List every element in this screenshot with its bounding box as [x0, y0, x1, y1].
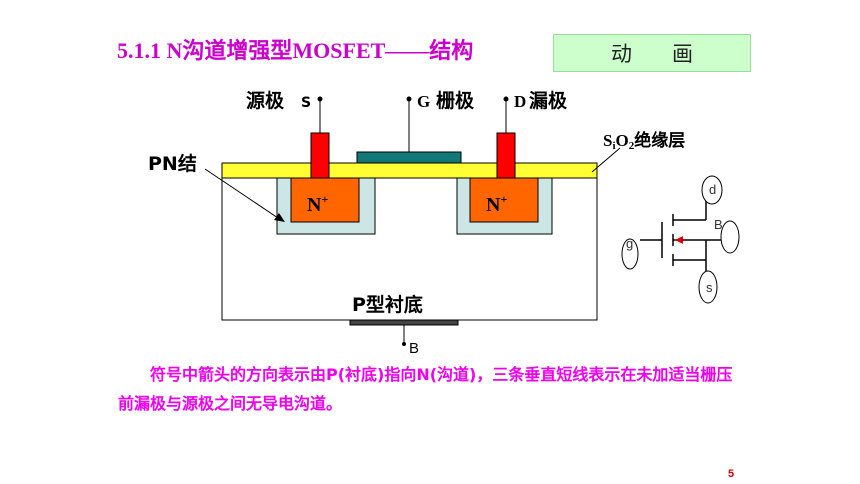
- source-label: 源极: [246, 89, 285, 112]
- oxide-label: SiO2绝缘层: [603, 130, 685, 152]
- n-region-left: [290, 177, 360, 223]
- bulk-pin-label: B: [409, 340, 419, 357]
- bulk-terminal: [402, 342, 406, 346]
- symbol-source-label: s: [706, 280, 713, 295]
- gate-electrode: [356, 151, 462, 164]
- drain-pin-label: D: [514, 92, 526, 111]
- description-text: 符号中箭头的方向表示由P(衬底)指向N(沟道)，三条垂直短线表示在未加适当栅压前…: [118, 365, 733, 413]
- symbol-bulk-label: B: [714, 217, 723, 232]
- oxide-pointer-line: [591, 147, 621, 173]
- gate-label: 栅极: [436, 89, 475, 112]
- animation-button[interactable]: 动画: [553, 34, 751, 72]
- n-region-right: [469, 177, 539, 223]
- source-contact: [310, 132, 330, 179]
- pn-junction-label: PN结: [148, 152, 197, 175]
- pn-pointer-arrowhead: [274, 213, 285, 222]
- symbol-gate-label: g: [626, 236, 633, 251]
- oxide-layer: [221, 162, 598, 179]
- source-terminal: [317, 96, 323, 102]
- symbol-drain-label: d: [709, 182, 716, 197]
- drain-label: 漏极: [529, 89, 568, 112]
- gate-terminal: [406, 96, 412, 102]
- page-title: 5.1.1 N沟道增强型MOSFET——结构: [117, 38, 474, 63]
- pn-pointer-line: [204, 168, 279, 219]
- animation-button-label: 动画: [611, 42, 733, 66]
- drain-contact: [496, 132, 516, 179]
- mosfet-symbol: [621, 175, 740, 304]
- bulk-electrode: [349, 319, 459, 326]
- n-plus-left-label: N+: [307, 192, 328, 216]
- substrate-label: P型衬底: [352, 293, 423, 316]
- source-pin-label: S: [301, 95, 311, 111]
- n-plus-right-label: N+: [486, 192, 507, 216]
- page-number: 5: [728, 468, 735, 480]
- gate-pin-label: G: [417, 92, 430, 111]
- drain-terminal: [503, 96, 509, 102]
